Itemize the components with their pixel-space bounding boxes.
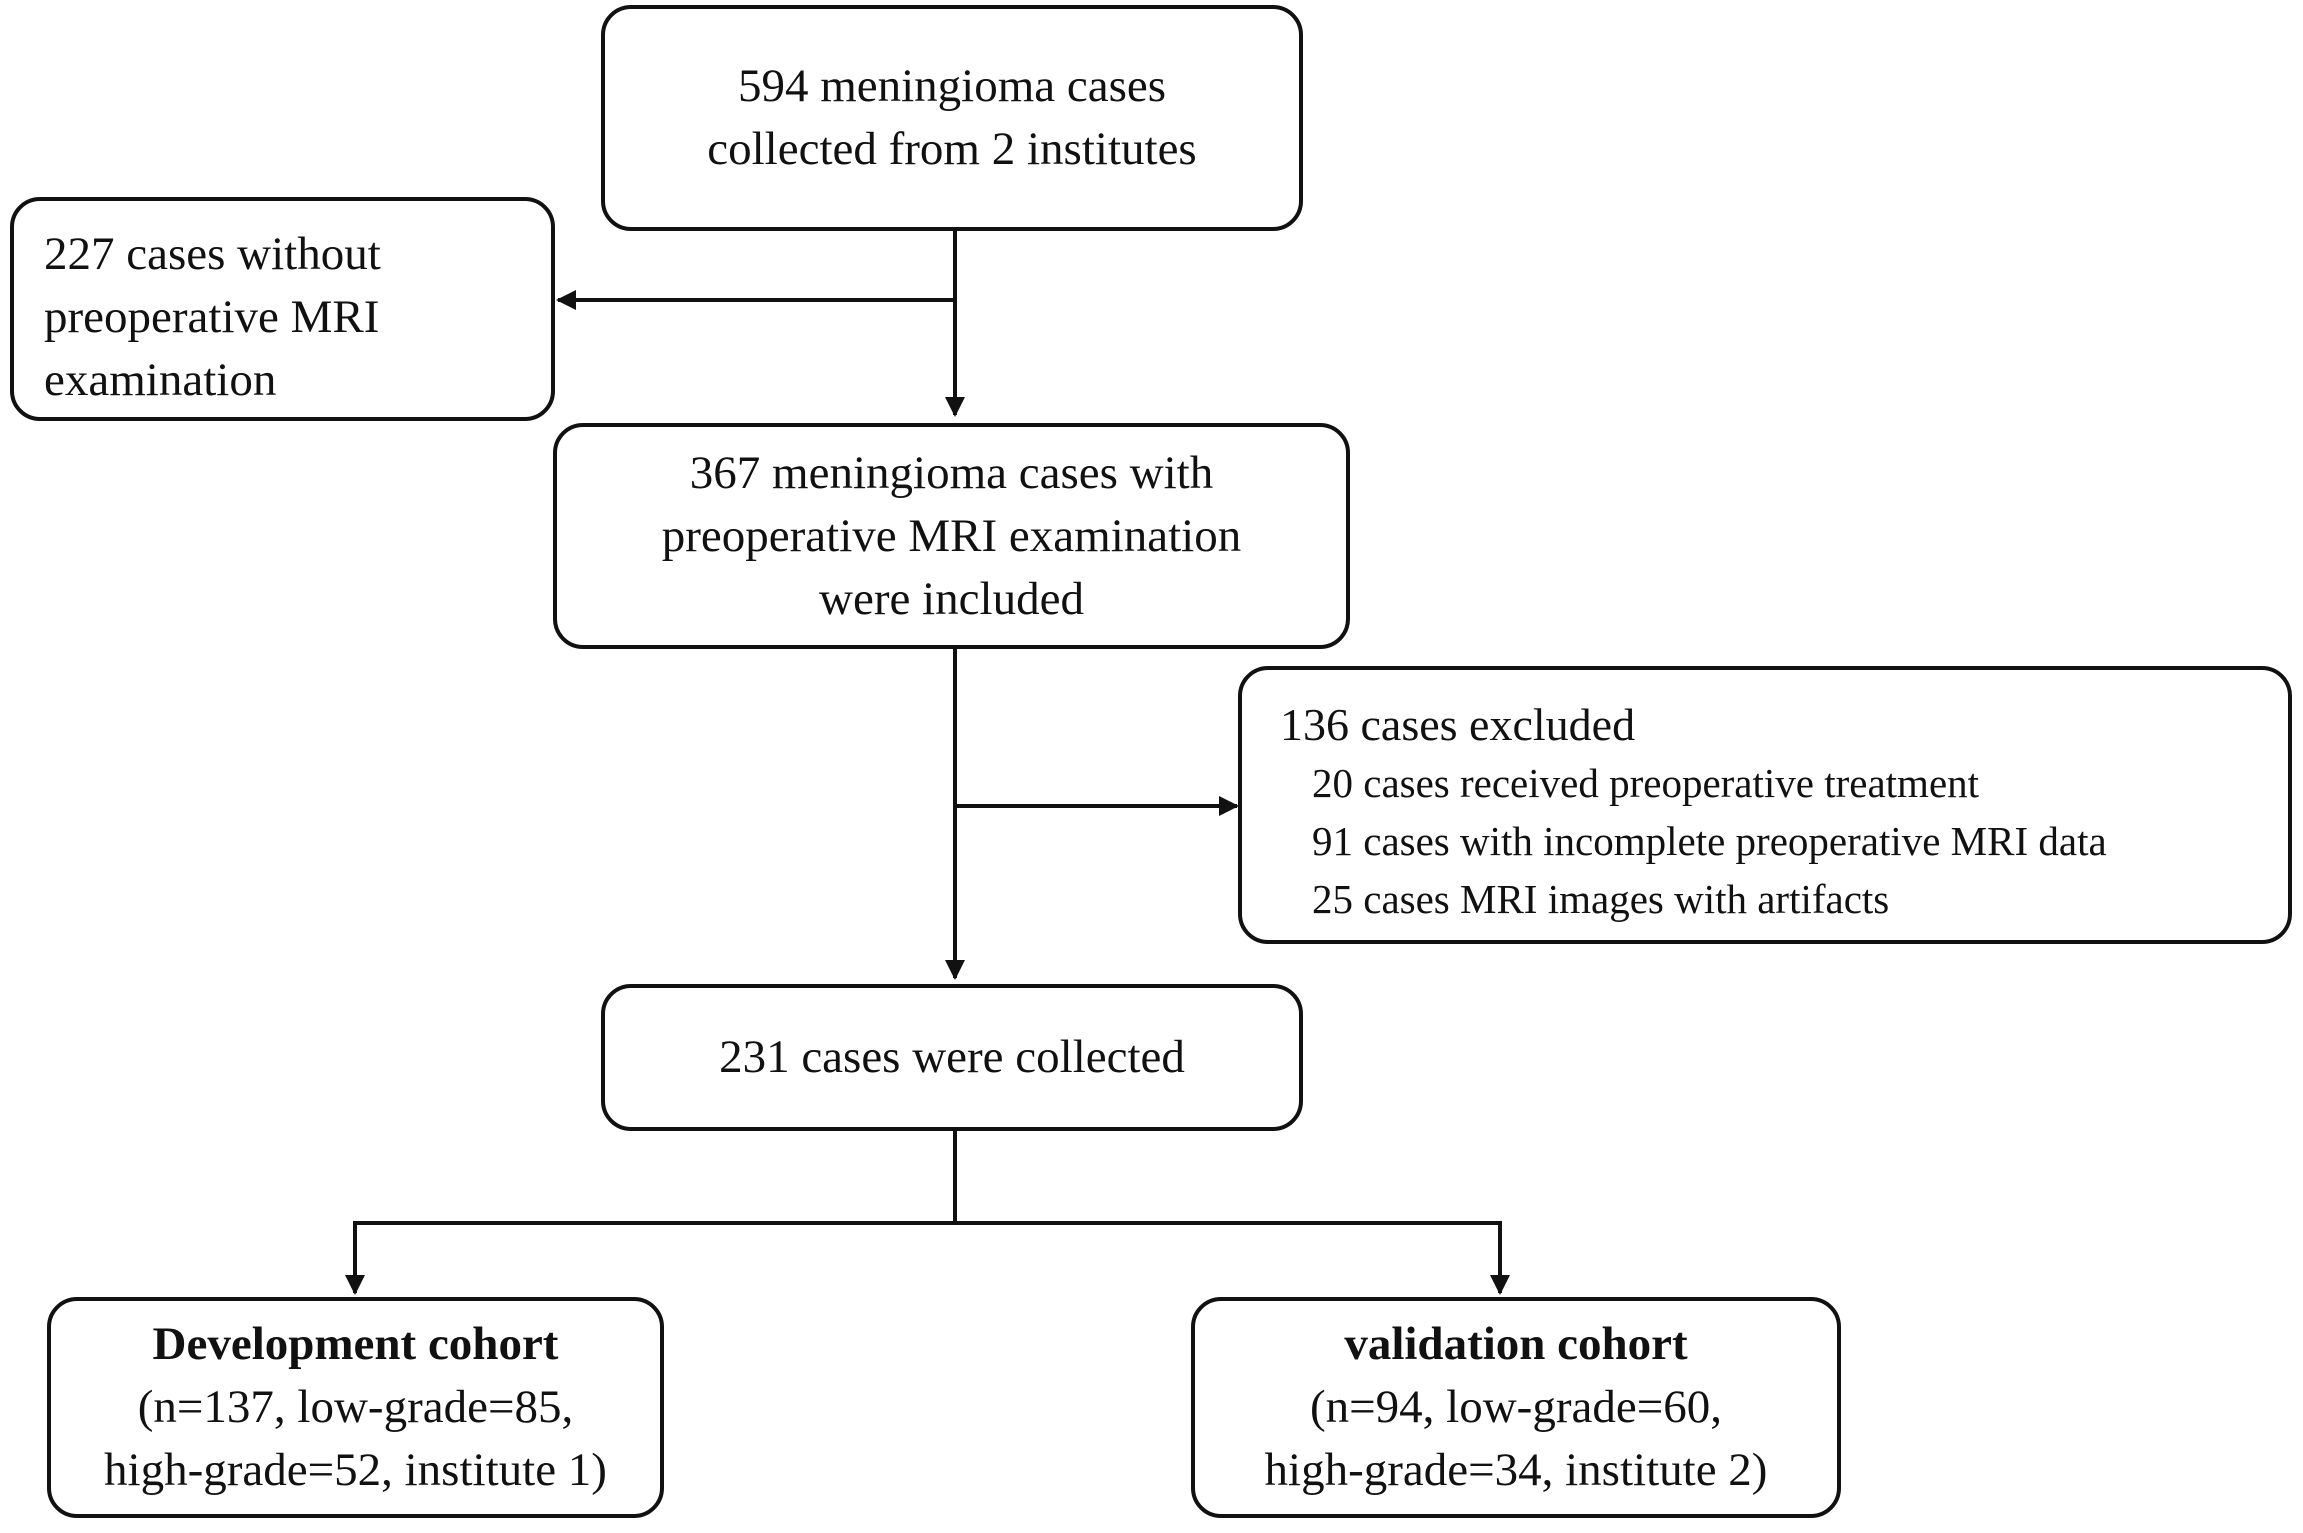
excluded-no-mri-line-1: 227 cases without bbox=[44, 228, 381, 280]
excluded-136-item-2: 91 cases with incomplete preoperative MR… bbox=[1312, 818, 2107, 864]
start-box: 594 meningioma cases collected from 2 in… bbox=[601, 5, 1303, 231]
excluded-136-item-3: 25 cases MRI images with artifacts bbox=[1312, 876, 1890, 922]
validation-cohort-line-2: high-grade=34, institute 2) bbox=[1264, 1444, 1768, 1496]
excluded-no-mri-line-3: examination bbox=[44, 354, 277, 406]
included-line-1: 367 meningioma cases with bbox=[689, 446, 1214, 499]
start-line-2: collected from 2 institutes bbox=[707, 123, 1197, 175]
collected-box: 231 cases were collected bbox=[601, 984, 1303, 1131]
development-cohort-line-2: high-grade=52, institute 1) bbox=[104, 1444, 607, 1496]
included-line-2: preoperative MRI examination bbox=[661, 509, 1242, 562]
validation-cohort-box: validation cohort (n=94, low-grade=60, h… bbox=[1191, 1297, 1841, 1518]
development-cohort-box: Development cohort (n=137, low-grade=85,… bbox=[47, 1297, 664, 1518]
excluded-no-mri-box: 227 cases without preoperative MRI exami… bbox=[10, 197, 555, 421]
excluded-136-title: 136 cases excluded bbox=[1280, 699, 1636, 750]
start-line-1: 594 meningioma cases bbox=[737, 60, 1167, 112]
included-line-3: were included bbox=[819, 572, 1084, 625]
collected-line-1: 231 cases were collected bbox=[719, 1031, 1185, 1083]
included-box: 367 meningioma cases with preoperative M… bbox=[553, 423, 1350, 649]
excluded-no-mri-line-2: preoperative MRI bbox=[44, 291, 380, 343]
development-cohort-title: Development cohort bbox=[152, 1318, 559, 1370]
validation-cohort-line-1: (n=94, low-grade=60, bbox=[1310, 1381, 1722, 1433]
excluded-136-item-1: 20 cases received preoperative treatment bbox=[1312, 760, 1980, 806]
validation-cohort-title: validation cohort bbox=[1344, 1318, 1688, 1370]
development-cohort-line-1: (n=137, low-grade=85, bbox=[137, 1381, 574, 1433]
excluded-136-box: 136 cases excluded 20 cases received pre… bbox=[1238, 666, 2292, 944]
